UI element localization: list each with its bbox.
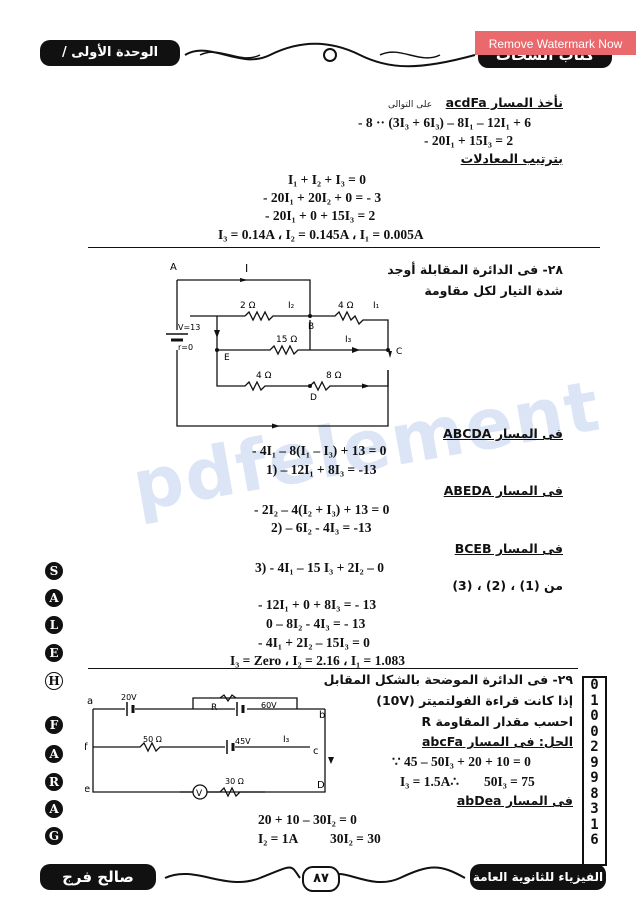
p29-node-b: b — [319, 710, 325, 721]
p28-node-C: C — [396, 347, 402, 357]
block1-line1: - 8 ·· (3I₃ + 6I₃) – 8I₁ – 12I₁ + 6 — [358, 115, 531, 130]
p28-abcda-label: فى المسار ABCDA — [443, 426, 563, 441]
side-letter: F — [45, 716, 63, 734]
phone-digit: 3 — [590, 801, 599, 817]
p29-circuit-diagram: V a 20V R 60V b f 50 Ω 45V I₃ c e 30 Ω D — [85, 693, 334, 800]
p28-statement2: شدة التيار لكل مقاومة — [424, 283, 563, 298]
divider-2 — [88, 668, 578, 669]
p29-statement3: احسب مقدار المقاومة R — [421, 714, 573, 729]
p28-s3: - 4I₁ + 2I₂ – 15I₃ = 0 — [258, 635, 370, 650]
footer-right-tag: الفيزياء للثانوية العامة — [470, 864, 606, 890]
p28-circuit-diagram: A I 2 Ω I₂ 4 Ω I₁ B V=13 r=0 15 Ω I₃ E C… — [166, 262, 402, 429]
p28-label-r2: 2 Ω — [240, 301, 256, 311]
phone-digit: 6 — [590, 832, 599, 848]
p28-node-E: E — [224, 353, 230, 363]
p29-solution-label: الحل: فى المسار abcFa — [421, 734, 573, 749]
p29-node-a: a — [87, 696, 93, 707]
phone-digit: 1 — [590, 816, 599, 833]
p28-label-I1: I₁ — [373, 301, 380, 311]
divider-1 — [88, 247, 600, 248]
p28-result: I₃ = Zero ، I₂ = 2.16 ، I₁ = 1.083 — [230, 653, 405, 668]
p29-l2a: 50I₃ = 75 — [484, 774, 535, 789]
p28-label-r: r=0 — [178, 343, 193, 352]
phone-digit: 1 — [590, 692, 599, 709]
p28-node-B: B — [308, 322, 314, 332]
p29-abdea-label: فى المسار abDea — [456, 793, 573, 808]
p29-l3: 20 + 10 – 30I₂ = 0 — [258, 812, 357, 827]
p29-label-v60: 60V — [261, 701, 277, 710]
block1-line2: - 20I₁ + 15I₃ = 2 — [424, 133, 514, 148]
p29-l2b: I₃ = 1.5A∴ — [400, 774, 459, 789]
side-letter: A — [45, 800, 63, 818]
header-ornament — [184, 42, 476, 68]
p28-label-r8: 8 Ω — [326, 371, 342, 381]
side-letter: H — [45, 672, 63, 690]
phone-digit: 9 — [590, 754, 599, 771]
phone-digit: 9 — [590, 770, 599, 786]
side-letter: E — [45, 644, 63, 662]
p28-label-r4b: 4 Ω — [256, 371, 272, 381]
p28-label-I: I — [245, 262, 248, 275]
p29-l1: ∵ 45 – 50I₃ + 20 + 10 = 0 — [392, 754, 531, 769]
block1-arrange-label: بترتيب المعادلات — [460, 151, 563, 166]
p28-bceb-1: 3) - 4I₁ – 15 I₃ + 2I₂ – 0 — [255, 560, 384, 575]
phone-digit: 0 — [590, 708, 599, 724]
phone-digit: 0 — [590, 677, 599, 693]
p28-label-v: V=13 — [178, 323, 200, 332]
p29-label-v45: 45V — [235, 737, 251, 746]
p28-node-A: A — [170, 262, 177, 273]
p28-from-label: من (1) ، (2) ، (3) — [452, 578, 563, 593]
p28-abeda-1: - 2I₂ – 4(I₂ + I₃) + 13 = 0 — [254, 502, 390, 517]
p29-node-d: D — [317, 780, 325, 791]
side-letter: A — [45, 745, 63, 763]
p29-label-r50: 50 Ω — [143, 735, 162, 744]
p28-node-D: D — [310, 393, 317, 403]
p29-node-c: c — [313, 746, 319, 757]
p29-node-e: e — [85, 784, 90, 795]
phone-digit: 2 — [590, 739, 599, 755]
block1-eq3: - 20I₁ + 0 + 15I₃ = 2 — [265, 208, 376, 223]
p28-label-I2: I₂ — [288, 301, 295, 311]
side-letter: R — [45, 773, 63, 791]
block1-handnote: على التوالى — [388, 100, 433, 110]
p28-label-r4a: 4 Ω — [338, 301, 354, 311]
footer-left-tag: صالح فرج — [40, 864, 156, 890]
remove-watermark-button[interactable]: Remove Watermark Now — [475, 31, 636, 55]
side-letter: S — [45, 562, 63, 580]
block1-path-label: نأخذ المسار acdFa — [445, 95, 563, 110]
p29-label-r30: 30 Ω — [225, 777, 244, 786]
p28-abeda-label: فى المسار ABEDA — [443, 483, 563, 498]
p29-voltmeter-label: V — [196, 789, 203, 799]
p28-bceb-label: فى المسار BCEB — [454, 541, 563, 556]
p29-statement1: ٢٩- فى الدائرة الموضحة بالشكل المقابل — [323, 672, 573, 687]
p28-s1: - 12I₁ + 0 + 8I₃ = - 13 — [258, 597, 377, 612]
p29-node-f: f — [85, 742, 88, 753]
p29-l4b: 30I₂ = 30 — [330, 831, 381, 846]
p28-statement1: ٢٨- فى الدائرة المقابلة أوجد — [387, 262, 563, 277]
p28-abeda-2: 2) – 6I₂ - 4I₃ = -13 — [271, 520, 372, 535]
phone-digit: 0 — [590, 723, 599, 740]
p29-voltmeter — [192, 784, 208, 800]
block1-eq2: - 20I₁ + 20I₂ + 0 = - 3 — [263, 190, 382, 205]
side-letter: A — [45, 589, 63, 607]
block1-eq1: I₁ + I₂ + I₃ = 0 — [288, 172, 366, 187]
phone-digit: 8 — [590, 785, 599, 802]
p29-label-v20: 20V — [121, 693, 137, 702]
page-number: ٨٧ — [302, 866, 340, 892]
p28-abcda-2: 1) – 12I₁ + 8I₃ = -13 — [266, 462, 377, 477]
side-letter: G — [45, 827, 63, 845]
p28-label-I3: I₃ — [345, 335, 352, 345]
side-letter: L — [45, 616, 63, 634]
p28-label-r15: 15 Ω — [276, 335, 297, 345]
phone-number-box: 0 1 0 0 2 9 9 8 3 1 6 — [582, 676, 607, 866]
p28-s2: 0 – 8I₂ - 4I₃ = - 13 — [266, 616, 366, 631]
block1-result: I₃ = 0.14A ، I₂ = 0.145A ، I₁ = 0.005A — [218, 227, 424, 242]
p29-label-I3: I₃ — [283, 735, 290, 745]
p29-label-R: R — [211, 703, 217, 713]
p29-statement2: إذا كانت قراءة الفولتميتر (10V) — [376, 693, 573, 708]
footer-ornament — [164, 866, 466, 884]
p29-l4a: I₂ = 1A — [258, 831, 299, 846]
p28-abcda-1: - 4I₁ – 8(I₁ – I₃) + 13 = 0 — [252, 443, 387, 458]
header-left-tag: الوحدة الأولى / الفصل الأول — [40, 40, 180, 86]
